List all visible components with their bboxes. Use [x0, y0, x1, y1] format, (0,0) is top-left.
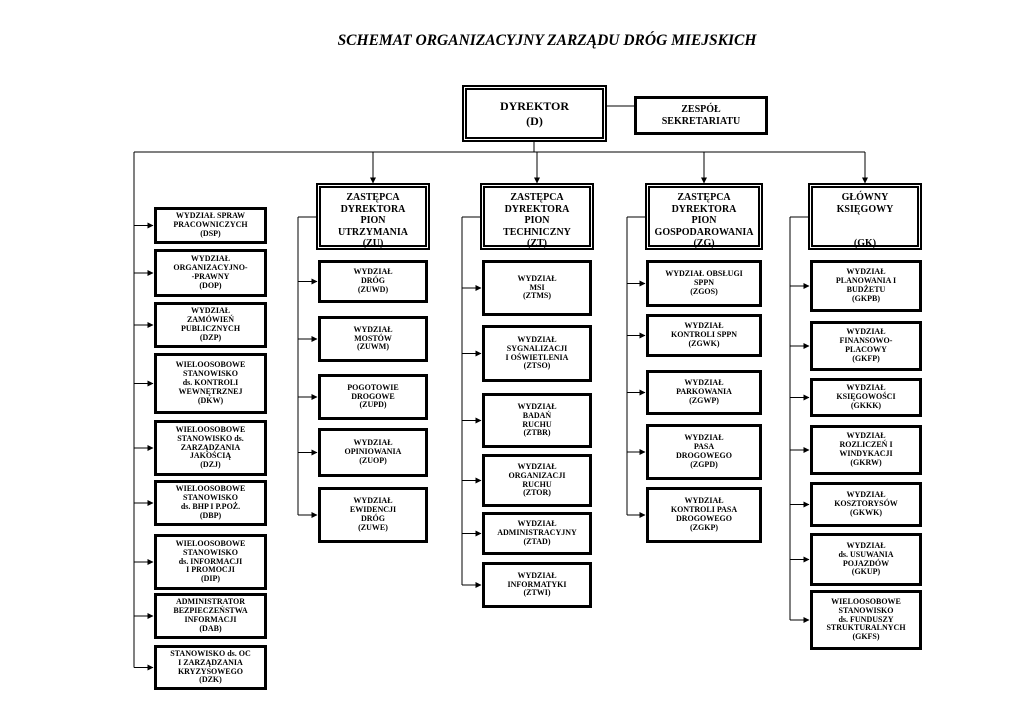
secretariat-label: ZESPÓŁ SEKRETARIATU: [661, 104, 741, 127]
deputy-director-technical-box: ZASTĘPCA DYREKTORA PION TECHNICZNY (ZT): [480, 183, 594, 250]
management-unit-label: WYDZIAŁ OBSŁUGI SPPN (ZGOS): [665, 269, 743, 296]
accounting-unit-box: WYDZIAŁ KSIĘGOWOŚCI (GKKK): [810, 378, 922, 417]
technical-unit-label: WYDZIAŁ MSI (ZTMS): [517, 273, 557, 301]
accounting-unit-label: WYDZIAŁ FINANSOWO- PLACOWY (GKFP): [839, 327, 893, 363]
left-unit-label: WIELOOSOBOWE STANOWISKO ds. ZARZĄDZANIA …: [175, 424, 246, 470]
left-unit-label: WIELOOSOBOWE STANOWISKO ds. INFORMACJI I…: [175, 538, 246, 584]
left-unit-label: WIELOOSOBOWE STANOWISKO ds. KONTROLI WEW…: [175, 360, 246, 405]
technical-unit-label: WYDZIAŁ SYGNALIZACJI I OŚWIETLENIA (ZTSO…: [505, 334, 569, 371]
left-unit-label: WYDZIAŁ SPRAW PRACOWNICZYCH (DSP): [173, 211, 248, 238]
accounting-unit-box: WYDZIAŁ KOSZTORYSÓW (GKWK): [810, 482, 922, 527]
technical-unit-label: WYDZIAŁ ORGANIZACJI RUCHU (ZTOR): [508, 461, 566, 498]
chief-accountant-box: GŁÓWNY KSIĘGOWY (GK): [808, 183, 922, 250]
left-unit-box: STANOWISKO ds. OC I ZARZĄDZANIA KRYZYSOW…: [154, 645, 267, 690]
maintenance-unit-box: WYDZIAŁ DRÓG (ZUWD): [318, 260, 428, 303]
management-unit-box: WYDZIAŁ OBSŁUGI SPPN (ZGOS): [646, 260, 762, 307]
accounting-unit-label: WYDZIAŁ KSIĘGOWOŚCI (GKKK): [836, 383, 896, 410]
director-box: DYREKTOR (D): [462, 85, 607, 142]
accounting-unit-label: WIELOOSOBOWE STANOWISKO ds. FUNDUSZY STR…: [826, 596, 906, 642]
left-unit-label: WIELOOSOBOWE STANOWISKO ds. BHP I P.POŻ.…: [175, 484, 246, 520]
management-unit-label: WYDZIAŁ PASA DROGOWEGO (ZGPD): [675, 433, 732, 469]
deputy-director-management-label: ZASTĘPCA DYREKTORA PION GOSPODAROWANIA (…: [654, 192, 754, 249]
accounting-unit-label: WYDZIAŁ ds. USUWANIA POJAZDÓW (GKUP): [838, 540, 894, 577]
technical-unit-box: WYDZIAŁ MSI (ZTMS): [482, 260, 592, 316]
maintenance-unit-box: POGOTOWIE DROGOWE (ZUPD): [318, 374, 428, 420]
left-unit-box: WIELOOSOBOWE STANOWISKO ds. ZARZĄDZANIA …: [154, 420, 267, 476]
accounting-unit-label: WYDZIAŁ ROZLICZEŃ I WINDYKACJI (GKRW): [839, 431, 893, 467]
deputy-director-technical-label: ZASTĘPCA DYREKTORA PION TECHNICZNY (ZT): [503, 192, 571, 249]
maintenance-unit-box: WYDZIAŁ OPINIOWANIA (ZUOP): [318, 428, 428, 477]
technical-unit-box: WYDZIAŁ SYGNALIZACJI I OŚWIETLENIA (ZTSO…: [482, 325, 592, 382]
left-unit-label: WYDZIAŁ ORGANIZACYJNO- -PRAWNY (DOP): [173, 254, 248, 290]
left-unit-box: WIELOOSOBOWE STANOWISKO ds. BHP I P.POŻ.…: [154, 480, 267, 526]
technical-unit-label: WYDZIAŁ ADMINISTRACYJNY (ZTAD): [497, 519, 577, 546]
management-unit-label: WYDZIAŁ KONTROLI SPPN (ZGWK): [670, 321, 737, 348]
left-unit-box: WYDZIAŁ ORGANIZACYJNO- -PRAWNY (DOP): [154, 249, 267, 297]
maintenance-unit-label: WYDZIAŁ DRÓG (ZUWD): [353, 267, 393, 294]
maintenance-unit-box: WYDZIAŁ MOSTÓW (ZUWM): [318, 316, 428, 362]
left-unit-box: WIELOOSOBOWE STANOWISKO ds. KONTROLI WEW…: [154, 353, 267, 414]
secretariat-box: ZESPÓŁ SEKRETARIATU: [634, 96, 768, 135]
technical-unit-box: WYDZIAŁ ADMINISTRACYJNY (ZTAD): [482, 512, 592, 555]
left-unit-label: ADMINISTRATOR BEZPIECZEŃSTWA INFORMACJI …: [173, 597, 248, 633]
management-unit-box: WYDZIAŁ KONTROLI PASA DROGOWEGO (ZGKP): [646, 487, 762, 543]
management-unit-box: WYDZIAŁ PASA DROGOWEGO (ZGPD): [646, 424, 762, 480]
accounting-unit-box: WYDZIAŁ PLANOWANIA I BUDŻETU (GKPB): [810, 260, 922, 312]
maintenance-unit-label: WYDZIAŁ OPINIOWANIA (ZUOP): [344, 438, 402, 465]
management-unit-label: WYDZIAŁ PARKOWANIA (ZGWP): [676, 378, 732, 405]
maintenance-unit-label: POGOTOWIE DROGOWE (ZUPD): [347, 382, 399, 410]
technical-unit-box: WYDZIAŁ BADAŃ RUCHU (ZTBR): [482, 393, 592, 448]
chart-title: SCHEMAT ORGANIZACYJNY ZARZĄDU DRÓG MIEJS…: [337, 32, 757, 49]
technical-unit-box: WYDZIAŁ INFORMATYKI (ZTWI): [482, 562, 592, 608]
management-unit-box: WYDZIAŁ KONTROLI SPPN (ZGWK): [646, 314, 762, 357]
accounting-unit-label: WYDZIAŁ KOSZTORYSÓW (GKWK): [834, 490, 898, 517]
accounting-unit-box: WIELOOSOBOWE STANOWISKO ds. FUNDUSZY STR…: [810, 590, 922, 650]
accounting-unit-label: WYDZIAŁ PLANOWANIA I BUDŻETU (GKPB): [835, 267, 897, 303]
accounting-unit-box: WYDZIAŁ FINANSOWO- PLACOWY (GKFP): [810, 321, 922, 371]
deputy-director-maintenance-box: ZASTĘPCA DYREKTORA PION UTRZYMANIA (ZU): [316, 183, 430, 250]
director-label: DYREKTOR (D): [499, 98, 570, 128]
deputy-director-maintenance-label: ZASTĘPCA DYREKTORA PION UTRZYMANIA (ZU): [338, 192, 408, 249]
maintenance-unit-label: WYDZIAŁ MOSTÓW (ZUWM): [353, 324, 393, 352]
left-unit-box: WYDZIAŁ ZAMÓWIEŃ PUBLICZNYCH (DZP): [154, 302, 267, 348]
left-unit-box: ADMINISTRATOR BEZPIECZEŃSTWA INFORMACJI …: [154, 593, 267, 639]
chief-accountant-label: GŁÓWNY KSIĘGOWY (GK): [836, 192, 894, 249]
technical-unit-label: WYDZIAŁ INFORMATYKI (ZTWI): [507, 570, 567, 598]
management-unit-label: WYDZIAŁ KONTROLI PASA DROGOWEGO (ZGKP): [670, 496, 738, 532]
accounting-unit-box: WYDZIAŁ ds. USUWANIA POJAZDÓW (GKUP): [810, 533, 922, 586]
accounting-unit-box: WYDZIAŁ ROZLICZEŃ I WINDYKACJI (GKRW): [810, 425, 922, 475]
management-unit-box: WYDZIAŁ PARKOWANIA (ZGWP): [646, 370, 762, 415]
left-unit-box: WIELOOSOBOWE STANOWISKO ds. INFORMACJI I…: [154, 534, 267, 590]
technical-unit-label: WYDZIAŁ BADAŃ RUCHU (ZTBR): [517, 401, 557, 438]
left-unit-label: WYDZIAŁ ZAMÓWIEŃ PUBLICZNYCH (DZP): [180, 306, 241, 342]
deputy-director-management-box: ZASTĘPCA DYREKTORA PION GOSPODAROWANIA (…: [645, 183, 763, 250]
maintenance-unit-box: WYDZIAŁ EWIDENCJI DRÓG (ZUWE): [318, 487, 428, 543]
maintenance-unit-label: WYDZIAŁ EWIDENCJI DRÓG (ZUWE): [349, 496, 397, 532]
left-unit-label: STANOWISKO ds. OC I ZARZĄDZANIA KRYZYSOW…: [170, 648, 251, 685]
left-unit-box: WYDZIAŁ SPRAW PRACOWNICZYCH (DSP): [154, 207, 267, 244]
technical-unit-box: WYDZIAŁ ORGANIZACJI RUCHU (ZTOR): [482, 454, 592, 507]
